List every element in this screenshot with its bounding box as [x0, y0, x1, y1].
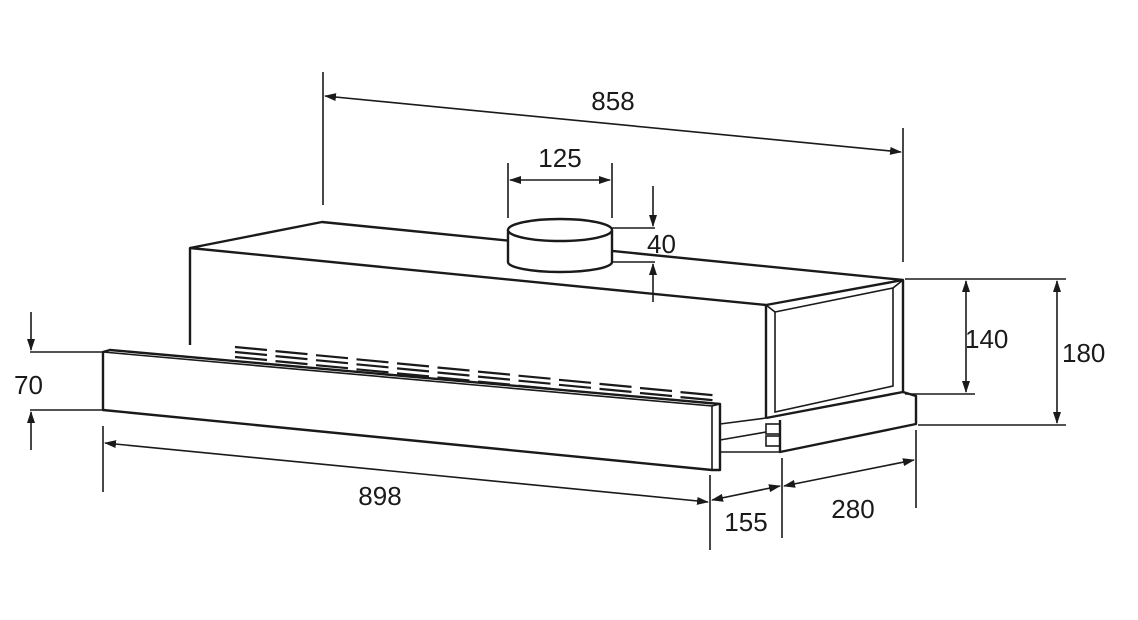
vent-slot	[396, 367, 430, 373]
dimension-155: 155	[711, 458, 783, 538]
vent-slot	[234, 355, 268, 362]
vent-slot	[275, 360, 308, 366]
vent-slot	[396, 362, 430, 368]
hood-body	[188, 220, 918, 454]
dimension-125: 125	[507, 143, 613, 218]
dimension-180: 180	[918, 278, 1105, 426]
dimension-70: 70	[14, 312, 103, 450]
dimension-40: 40	[612, 186, 676, 302]
dimension-label-280: 280	[831, 494, 874, 524]
dimension-label-180: 180	[1062, 338, 1105, 368]
vent-slot	[356, 358, 389, 364]
vent-slot	[518, 374, 551, 380]
vent-slot	[680, 391, 713, 397]
dimension-label-40: 40	[647, 229, 676, 259]
vent-slot	[356, 368, 389, 374]
vent-slot	[477, 375, 511, 381]
dimension-label-140: 140	[965, 324, 1008, 354]
vent-slot	[680, 396, 713, 402]
vent-slot	[477, 370, 511, 376]
dimension-858: 858	[322, 72, 904, 262]
vent-slot	[558, 383, 592, 389]
vent-slot	[315, 354, 349, 360]
vent-slot	[396, 372, 430, 378]
duct-collar	[506, 217, 614, 274]
vent-slot	[275, 355, 308, 361]
dimension-label-858: 858	[591, 86, 634, 116]
vent-slot	[639, 391, 673, 398]
vent-slot	[437, 366, 470, 372]
vent-slot	[356, 363, 389, 369]
dimension-label-70: 70	[14, 370, 43, 400]
dimension-label-125: 125	[538, 143, 581, 173]
dimension-140: 140	[905, 278, 1008, 395]
vent-slot	[437, 376, 470, 382]
vent-slot	[315, 359, 349, 365]
vent-slot	[599, 382, 632, 388]
vent-slot	[234, 350, 268, 357]
vent-slots	[234, 345, 713, 407]
vent-slot	[639, 386, 673, 393]
vent-slot	[518, 379, 551, 385]
dimension-898: 898	[102, 426, 711, 550]
vent-slot	[599, 387, 632, 393]
vent-slot	[558, 378, 592, 384]
vent-slot	[234, 345, 268, 352]
dimension-280: 280	[783, 430, 917, 524]
vent-slot	[315, 364, 349, 370]
vent-slot	[275, 350, 308, 356]
vent-slot	[437, 371, 470, 377]
dimension-label-898: 898	[358, 481, 401, 511]
dimension-label-155: 155	[724, 507, 767, 537]
